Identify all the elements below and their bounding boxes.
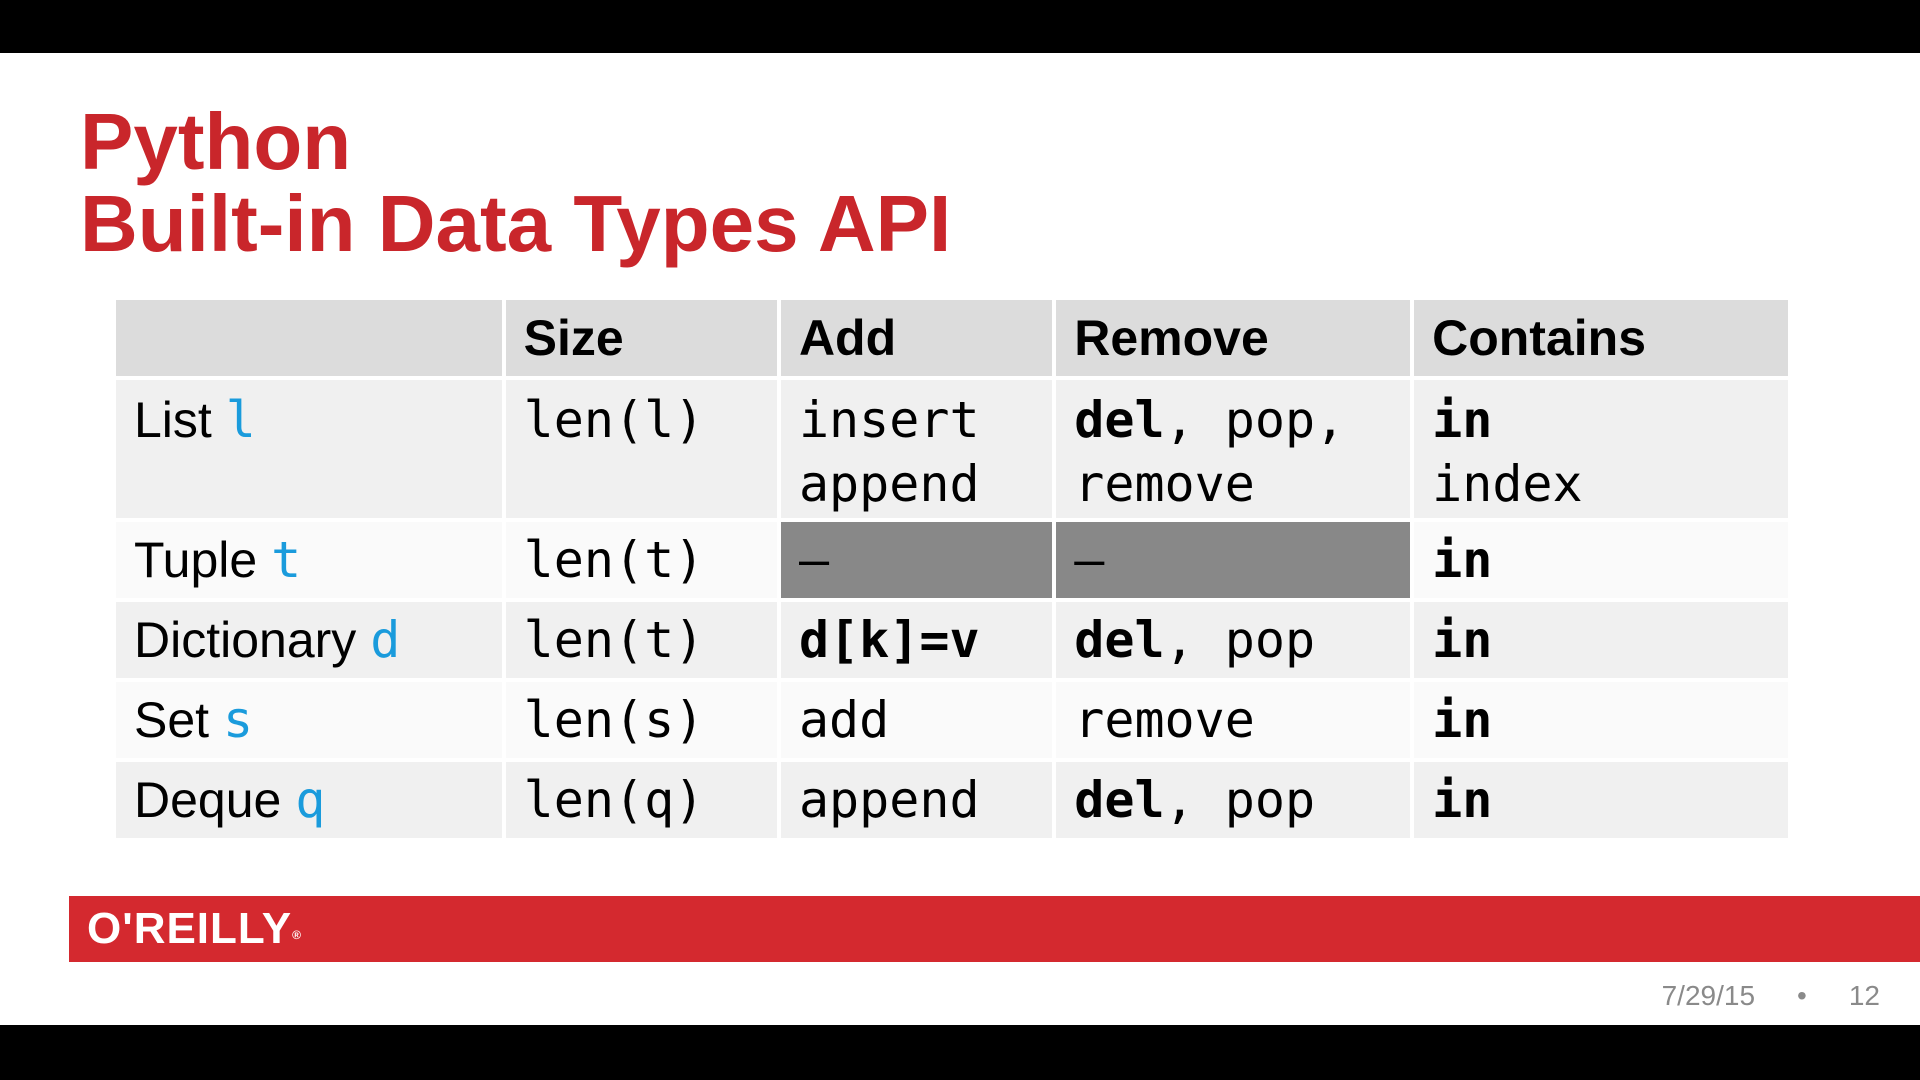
contains-cell: in xyxy=(1414,602,1788,678)
type-variable: d xyxy=(370,611,401,669)
remove-keyword: del xyxy=(1074,771,1165,829)
remove-methods: , pop xyxy=(1164,771,1316,829)
type-variable: s xyxy=(222,691,254,749)
add-cell: add xyxy=(780,682,1053,758)
remove-cell: del, pop xyxy=(1056,602,1411,678)
remove-keyword: del xyxy=(1074,391,1165,449)
type-cell: Set s xyxy=(116,682,502,758)
add-cell: insert append xyxy=(780,380,1053,518)
remove-method: remove xyxy=(1074,455,1255,513)
size-cell: len(t) xyxy=(505,602,777,678)
contains-cell: in index xyxy=(1414,380,1788,518)
footer-separator: • xyxy=(1797,980,1807,1011)
type-variable: t xyxy=(271,531,302,589)
contains-keyword: in xyxy=(1432,391,1493,449)
slide-date: 7/29/15 xyxy=(1661,980,1756,1011)
header-type xyxy=(116,300,502,376)
contains-cell: in xyxy=(1414,682,1788,758)
type-variable: q xyxy=(295,771,326,829)
slide-title: Python Built-in Data Types API xyxy=(80,101,951,265)
remove-methods: , pop, xyxy=(1164,391,1346,449)
table-row-deque: Deque q len(q) append del, pop in xyxy=(116,762,1788,838)
contains-cell: in xyxy=(1414,522,1788,598)
remove-methods: , pop xyxy=(1164,611,1316,669)
type-cell: Deque q xyxy=(116,762,502,838)
type-name: Dictionary xyxy=(134,612,357,668)
type-variable: l xyxy=(225,391,256,449)
table-row-set: Set s len(s) add remove in xyxy=(116,682,1788,758)
type-cell: Tuple t xyxy=(116,522,502,598)
type-cell: List l xyxy=(116,380,502,518)
oreilly-logo: O'REILLY® xyxy=(87,904,302,954)
remove-cell-not-applicable: – xyxy=(1056,522,1411,598)
type-cell: Dictionary d xyxy=(116,602,502,678)
table-row-dictionary: Dictionary d len(t) d[k]=v del, pop in xyxy=(116,602,1788,678)
header-remove: Remove xyxy=(1056,300,1411,376)
table-header-row: Size Add Remove Contains xyxy=(116,300,1788,376)
size-cell: len(q) xyxy=(505,762,777,838)
add-cell: append xyxy=(780,762,1053,838)
slide: Python Built-in Data Types API Size Add … xyxy=(0,53,1920,1025)
add-cell: d[k]=v xyxy=(780,602,1053,678)
table-row-list: List l len(l) insert append del, pop, re… xyxy=(116,380,1788,518)
remove-cell: del, pop xyxy=(1056,762,1411,838)
size-cell: len(t) xyxy=(505,522,777,598)
type-name: Tuple xyxy=(134,532,258,588)
slide-footer: 7/29/15 • 12 xyxy=(1662,980,1880,1012)
type-name: Set xyxy=(134,692,210,748)
header-size: Size xyxy=(505,300,777,376)
type-name: Deque xyxy=(134,772,282,828)
remove-cell: del, pop, remove xyxy=(1056,380,1411,518)
contains-method: index xyxy=(1432,455,1583,513)
slide-title-line-1: Python xyxy=(80,97,352,186)
logo-text: O'REILLY xyxy=(87,904,293,953)
header-add: Add xyxy=(780,300,1053,376)
brand-bar: O'REILLY® xyxy=(69,896,1920,962)
type-name: List xyxy=(134,392,212,448)
add-cell-not-applicable: – xyxy=(780,522,1053,598)
remove-line-1: del, pop, xyxy=(1074,388,1392,452)
data-types-table: Size Add Remove Contains List l len(l) i… xyxy=(112,296,1792,842)
header-contains: Contains xyxy=(1414,300,1788,376)
contains-cell: in xyxy=(1414,762,1788,838)
add-method: append xyxy=(798,455,980,513)
slide-number: 12 xyxy=(1848,980,1880,1011)
slide-title-line-2: Built-in Data Types API xyxy=(80,179,952,268)
add-method: insert xyxy=(798,391,980,449)
size-cell: len(l) xyxy=(505,380,777,518)
size-cell: len(s) xyxy=(505,682,777,758)
remove-keyword: del xyxy=(1074,611,1165,669)
table-row-tuple: Tuple t len(t) – – in xyxy=(116,522,1788,598)
registered-mark: ® xyxy=(292,928,302,942)
remove-cell: remove xyxy=(1056,682,1411,758)
